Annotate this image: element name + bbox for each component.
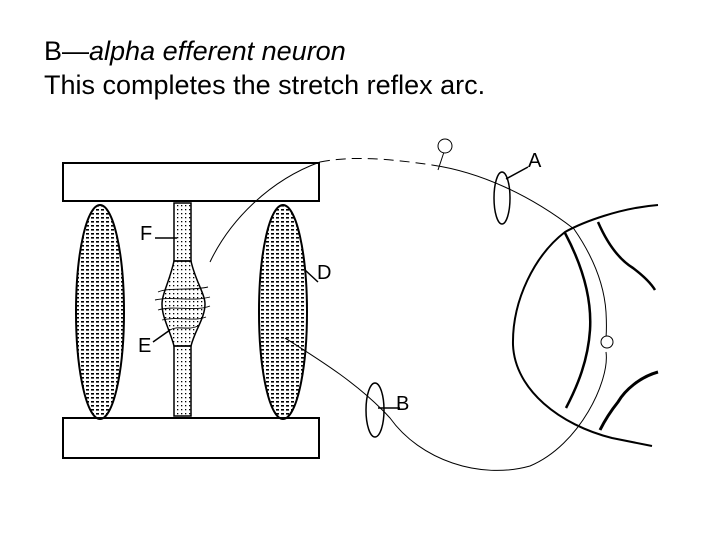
afferent-branch — [209, 161, 321, 263]
bottom-bone — [62, 417, 320, 459]
afferent-cell-stem — [437, 151, 445, 171]
afferent-neuron-dashed — [319, 157, 433, 166]
label-f: F — [140, 223, 152, 245]
ganglion-ring-b — [365, 382, 385, 438]
leader-a — [505, 166, 529, 180]
leader-d — [304, 269, 319, 283]
caption-neuron-name: alpha efferent neuron — [89, 36, 346, 66]
afferent-cell-body — [437, 138, 453, 154]
caption-line-2: This completes the stretch reflex arc. — [44, 70, 486, 100]
caption: B—alpha efferent neuron This completes t… — [44, 34, 485, 102]
label-e: E — [138, 335, 151, 357]
muscle-spindle — [154, 202, 211, 417]
muscle-fiber-right — [258, 204, 308, 420]
caption-prefix: B— — [44, 36, 90, 66]
efferent-neuron — [284, 337, 607, 471]
top-bone — [62, 162, 320, 202]
motor-cell-body — [600, 335, 614, 349]
leader-e — [152, 329, 171, 343]
muscle-fiber-left — [75, 204, 125, 420]
label-b: B — [396, 393, 409, 415]
label-d: D — [317, 262, 331, 284]
ganglion-ring-a — [493, 171, 511, 225]
cord-connector — [573, 228, 607, 339]
afferent-neuron — [431, 164, 575, 230]
caption-line-1: B—alpha efferent neuron — [44, 34, 485, 68]
spinal-cord — [511, 204, 659, 447]
label-a: A — [528, 150, 542, 172]
